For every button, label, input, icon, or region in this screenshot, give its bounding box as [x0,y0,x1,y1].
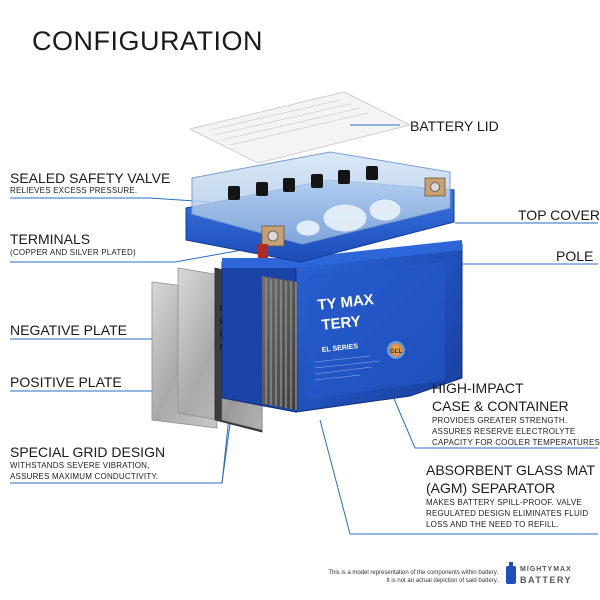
top-cover [185,151,455,263]
label-pole: POLE [556,248,594,264]
battery-case: TY MAX TERY EL SERIES GEL [221,240,463,413]
label-positive-plate: POSITIVE PLATE [10,374,122,390]
internal-plates [262,276,298,410]
desc-grid-2: ASSURES MAXIMUM CONDUCTIVITY. [10,472,159,481]
desc-sealed-valve: RELIEVES EXCESS PRESSURE. [10,186,138,195]
mighty-max-logo-mark [506,562,516,584]
desc-agm-1: MAKES BATTERY SPILL-PROOF. VALVE [426,498,582,507]
label-sealed-valve: SEALED SAFETY VALVE [10,170,171,186]
label-case-2: CASE & CONTAINER [432,398,569,414]
svg-text:GEL: GEL [390,349,403,355]
terminal-right [424,177,446,197]
desc-agm-2: REGULATED DESIGN ELIMINATES FLUID [426,509,589,518]
label-agm-2: (AGM) SEPARATOR [426,480,556,496]
leader-case [391,393,598,449]
desc-case-2: ASSURES RESERVE ELECTROLYTE [432,427,576,436]
label-grid-design: SPECIAL GRID DESIGN [10,444,166,460]
label-case-1: HIGH-IMPACT [432,380,524,396]
desc-case-3: CAPACITY FOR COOLER TEMPERATURES. [432,438,600,447]
terminal-left [258,225,285,258]
leader-agm [319,419,598,535]
logo-word-1: MIGHTYMAX [520,566,572,573]
desc-grid-1: WITHSTANDS SEVERE VIBRATION, [10,461,150,470]
footer-line-1: This is a model representation of the co… [328,570,498,576]
desc-terminals: (COPPER AND SILVER PLATED) [10,248,136,257]
desc-case-1: PROVIDES GREATER STRENGTH. [432,416,568,425]
footer-line-2: It is not an actual depiction of said ba… [386,578,498,584]
label-terminals: TERMINALS [10,231,91,247]
series-label: EL SERIES [321,343,358,354]
logo-word-2: BATTERY [520,575,572,585]
label-agm-1: ABSORBENT GLASS MAT [426,462,596,478]
gel-badge: GEL [387,341,405,359]
brand-line-2: TERY [321,313,362,334]
label-battery-lid: BATTERY LID [410,118,499,134]
leader-terminals [10,244,271,263]
page-title: CONFIGURATION [32,26,263,56]
label-top-cover: TOP COVER [518,207,600,223]
brand-line-1: TY MAX [317,291,375,314]
label-negative-plate: NEGATIVE PLATE [10,322,127,338]
leader-sealed-valve [10,197,211,203]
valve-caps [228,166,378,200]
battery-lid [188,91,412,164]
desc-agm-3: LOSS AND THE NEED TO REFILL. [426,520,559,529]
